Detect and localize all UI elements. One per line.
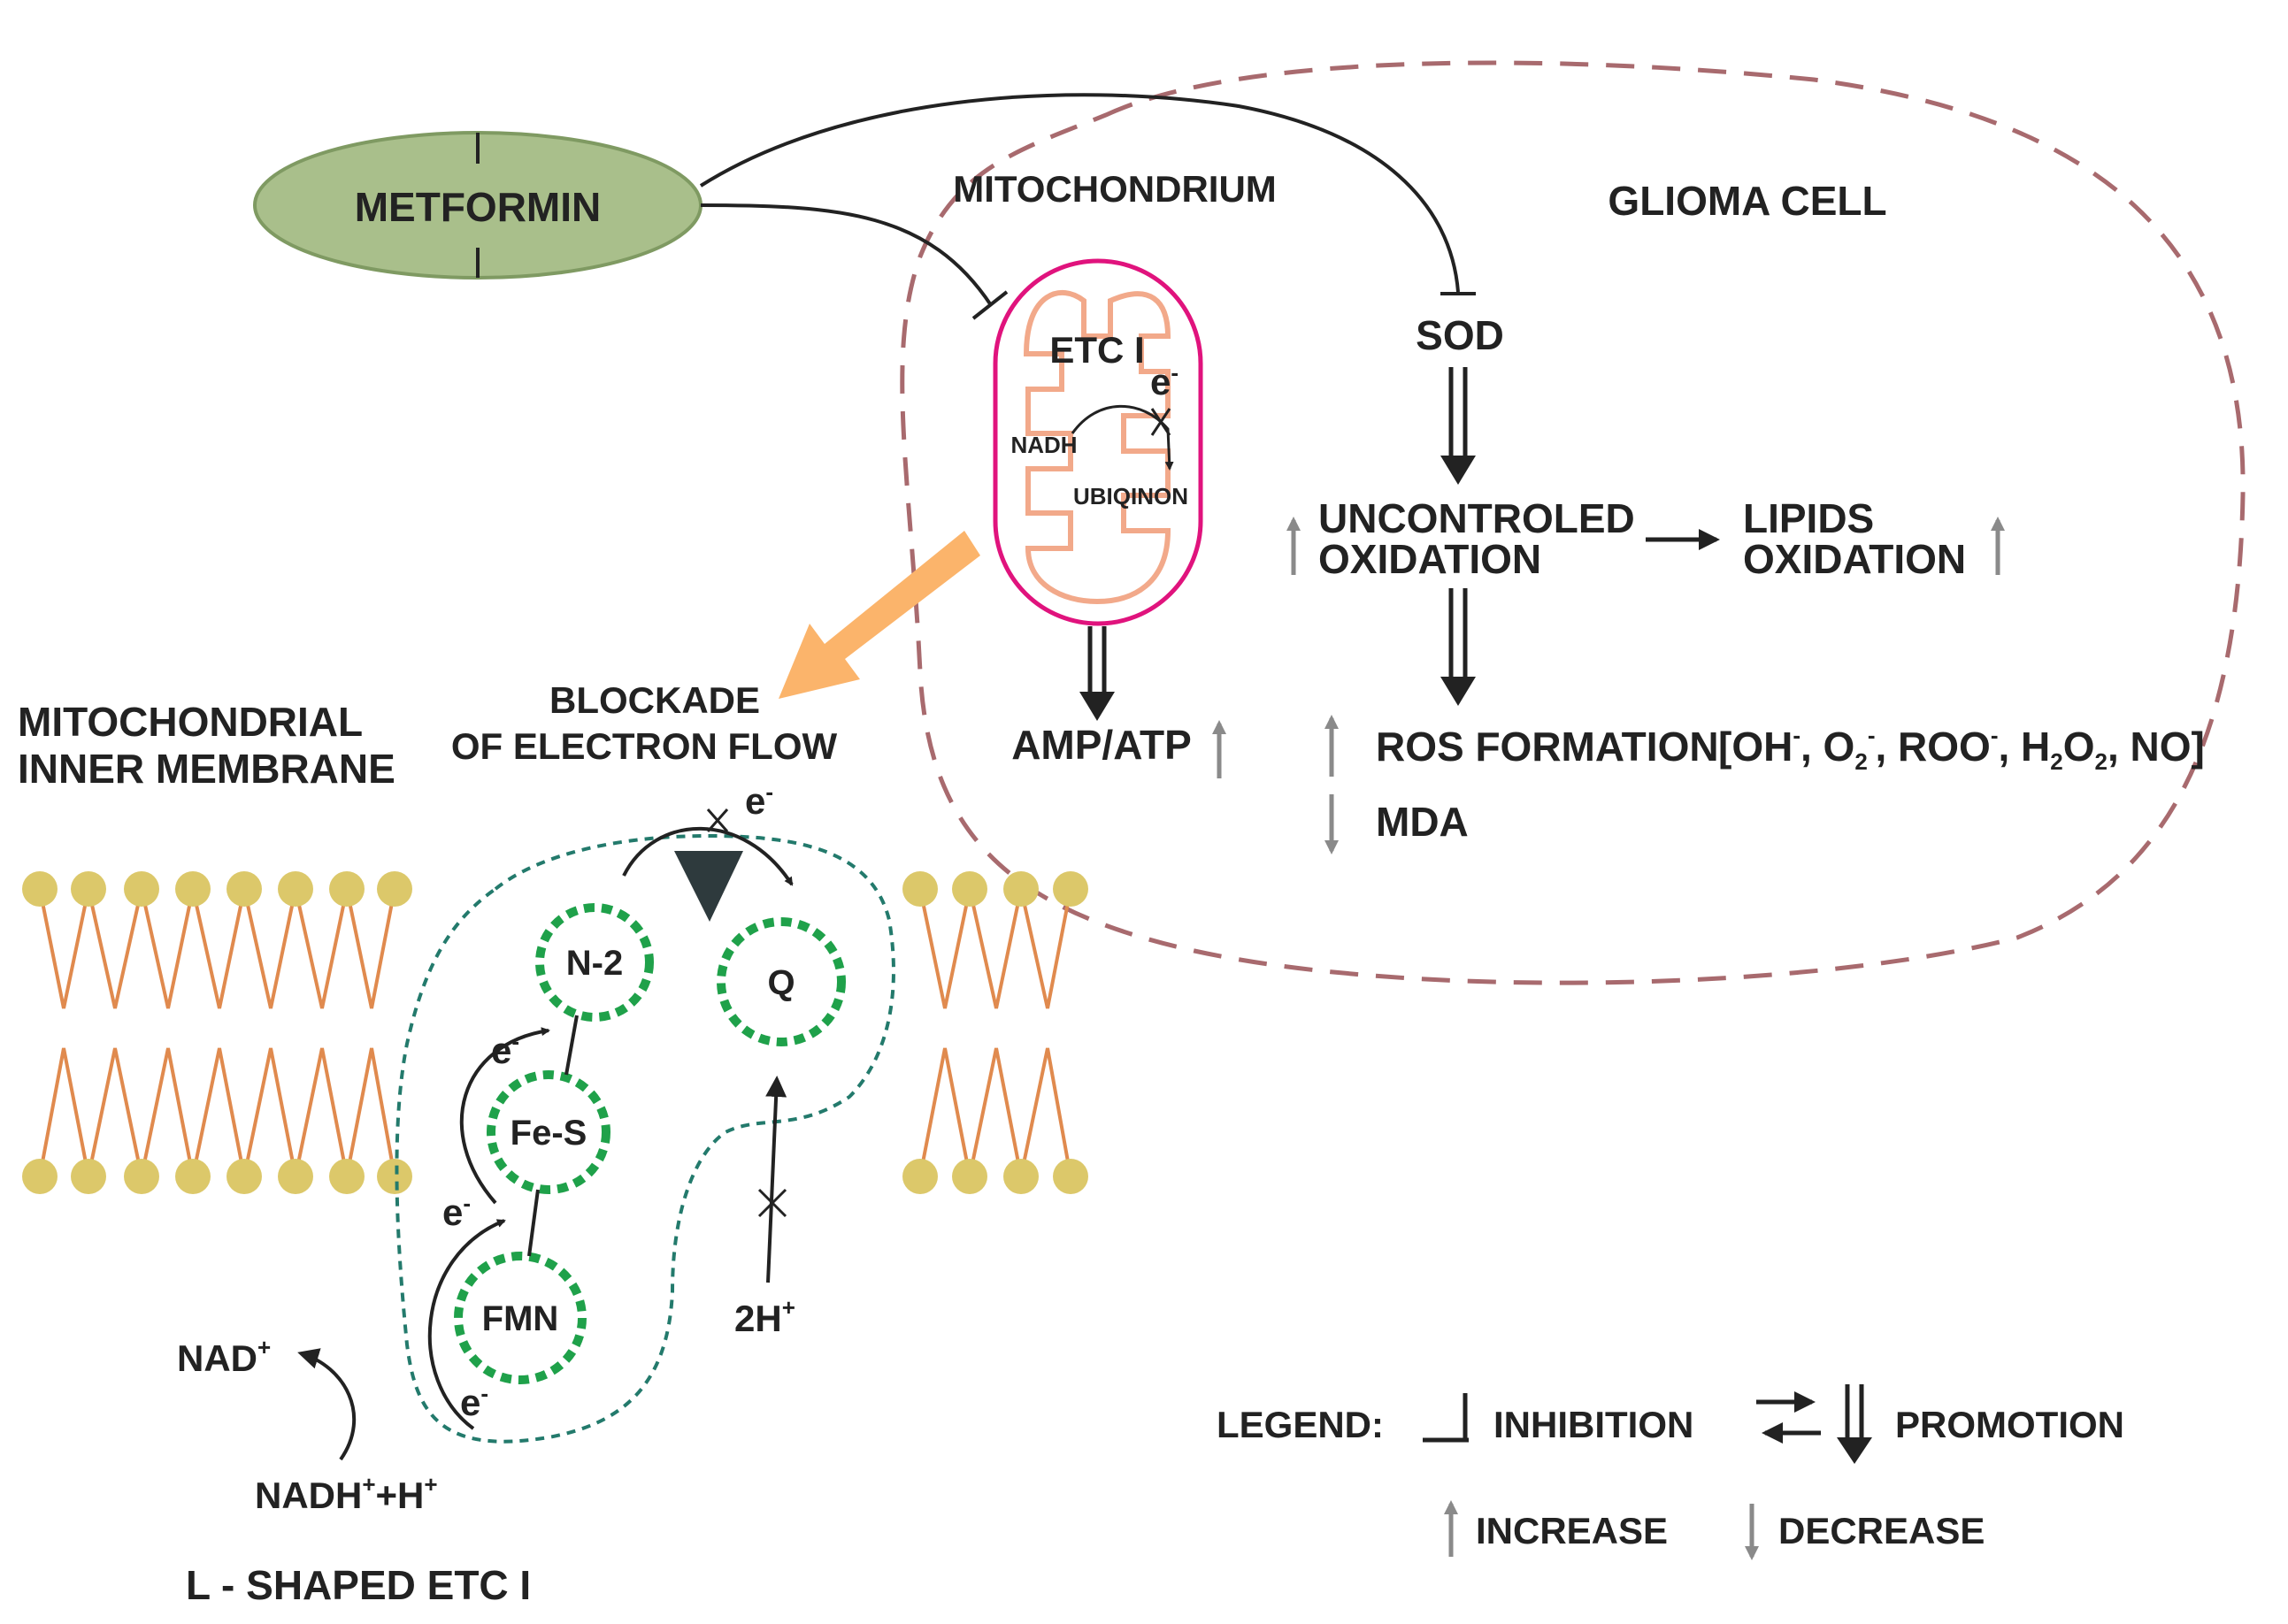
ros-formation-label: ROS FORMATION bbox=[1376, 724, 1719, 770]
mitochondrium-label: MITOCHONDRIUM bbox=[953, 168, 1277, 210]
nadh-small-label: NADH bbox=[1010, 432, 1077, 458]
e-minus-mito: e- bbox=[1150, 359, 1179, 402]
svg-text:Fe-S: Fe-S bbox=[511, 1114, 587, 1153]
two-h-label: 2H+ bbox=[734, 1294, 795, 1339]
nadh-h-label: NADH++H+ bbox=[255, 1471, 438, 1516]
legend: LEGEND: INHIBITION PROMOTION INCREASE DE… bbox=[1217, 1384, 2124, 1560]
promotion-to-ros bbox=[1440, 588, 1476, 706]
e-minus-left-1: e- bbox=[491, 1028, 519, 1071]
proton-arrow-blocked bbox=[765, 1076, 787, 1283]
uncontroled-label-1: UNCONTROLED bbox=[1318, 495, 1635, 541]
blockade-arrow bbox=[779, 531, 980, 699]
inhibition-metformin-sod bbox=[699, 93, 1460, 293]
lipid-bilayer-right bbox=[918, 888, 1072, 1177]
legend-increase: INCREASE bbox=[1476, 1510, 1668, 1551]
complex-i-outline bbox=[395, 833, 895, 1444]
electron-fes-n2 bbox=[459, 1027, 550, 1205]
ubiqinon-label: UBIQINON bbox=[1073, 483, 1188, 509]
etc1-label: ETC I bbox=[1049, 329, 1144, 371]
legend-title: LEGEND: bbox=[1217, 1404, 1384, 1445]
nadh-to-nad-arrow bbox=[297, 1348, 357, 1461]
amp-atp-label: AMP/ATP bbox=[1011, 722, 1192, 768]
membrane-label-1: MITOCHONDRIAL bbox=[18, 699, 363, 745]
uncontroled-label-2: OXIDATION bbox=[1318, 536, 1541, 582]
metformin-ellipse: METFORMIN bbox=[253, 131, 703, 280]
blockade-label-1: BLOCKADE bbox=[549, 679, 760, 721]
blockade-label-2: OF ELECTRON FLOW bbox=[451, 725, 838, 767]
legend-decrease: DECREASE bbox=[1778, 1510, 1985, 1551]
lipids-label-2: OXIDATION bbox=[1743, 536, 1966, 582]
node-q: Q bbox=[717, 917, 846, 1046]
metformin-label: METFORMIN bbox=[355, 184, 602, 230]
promotion-sod-uncontroled bbox=[1440, 367, 1476, 485]
e-minus-left-2: e- bbox=[442, 1190, 471, 1233]
lipid-heads-right bbox=[902, 871, 1088, 1194]
svg-text:N-2: N-2 bbox=[566, 944, 623, 983]
blockade-triangle bbox=[674, 851, 743, 922]
node-fes: Fe-S bbox=[487, 1070, 610, 1194]
blocked-electron-arrow bbox=[622, 826, 794, 886]
nad-label: NAD+ bbox=[177, 1334, 271, 1379]
electron-fmn-fes bbox=[427, 1219, 506, 1430]
lipid-heads-left bbox=[22, 871, 412, 1194]
lipids-label-1: LIPIDS bbox=[1743, 495, 1874, 541]
ros-species-label: [OH-, O2-, ROO-, H2O2, NO] bbox=[1718, 722, 2205, 775]
svg-text:FMN: FMN bbox=[482, 1299, 559, 1338]
inhibition-metformin-mito bbox=[700, 203, 993, 307]
e-minus-left-3: e- bbox=[460, 1380, 488, 1423]
mitochondrion: ETC I e- NADH UBIQINON bbox=[993, 258, 1203, 626]
e-minus-top: e- bbox=[745, 778, 773, 822]
glioma-cell-outline bbox=[900, 60, 2246, 985]
membrane-label-2: INNER MEMBRANE bbox=[18, 746, 395, 792]
glioma-cell-label: GLIOMA CELL bbox=[1608, 178, 1886, 224]
l-shaped-label: L - SHAPED ETC I bbox=[186, 1562, 531, 1608]
lipid-bilayer-left bbox=[38, 888, 396, 1177]
sod-label: SOD bbox=[1416, 312, 1504, 358]
node-n2: N-2 bbox=[535, 903, 654, 1022]
promotion-mito-amp bbox=[1079, 626, 1115, 721]
mda-label: MDA bbox=[1376, 799, 1469, 845]
legend-inhibition: INHIBITION bbox=[1493, 1404, 1693, 1445]
svg-text:Q: Q bbox=[767, 963, 795, 1002]
legend-promotion: PROMOTION bbox=[1895, 1404, 2124, 1445]
node-fmn: FMN bbox=[454, 1252, 587, 1384]
